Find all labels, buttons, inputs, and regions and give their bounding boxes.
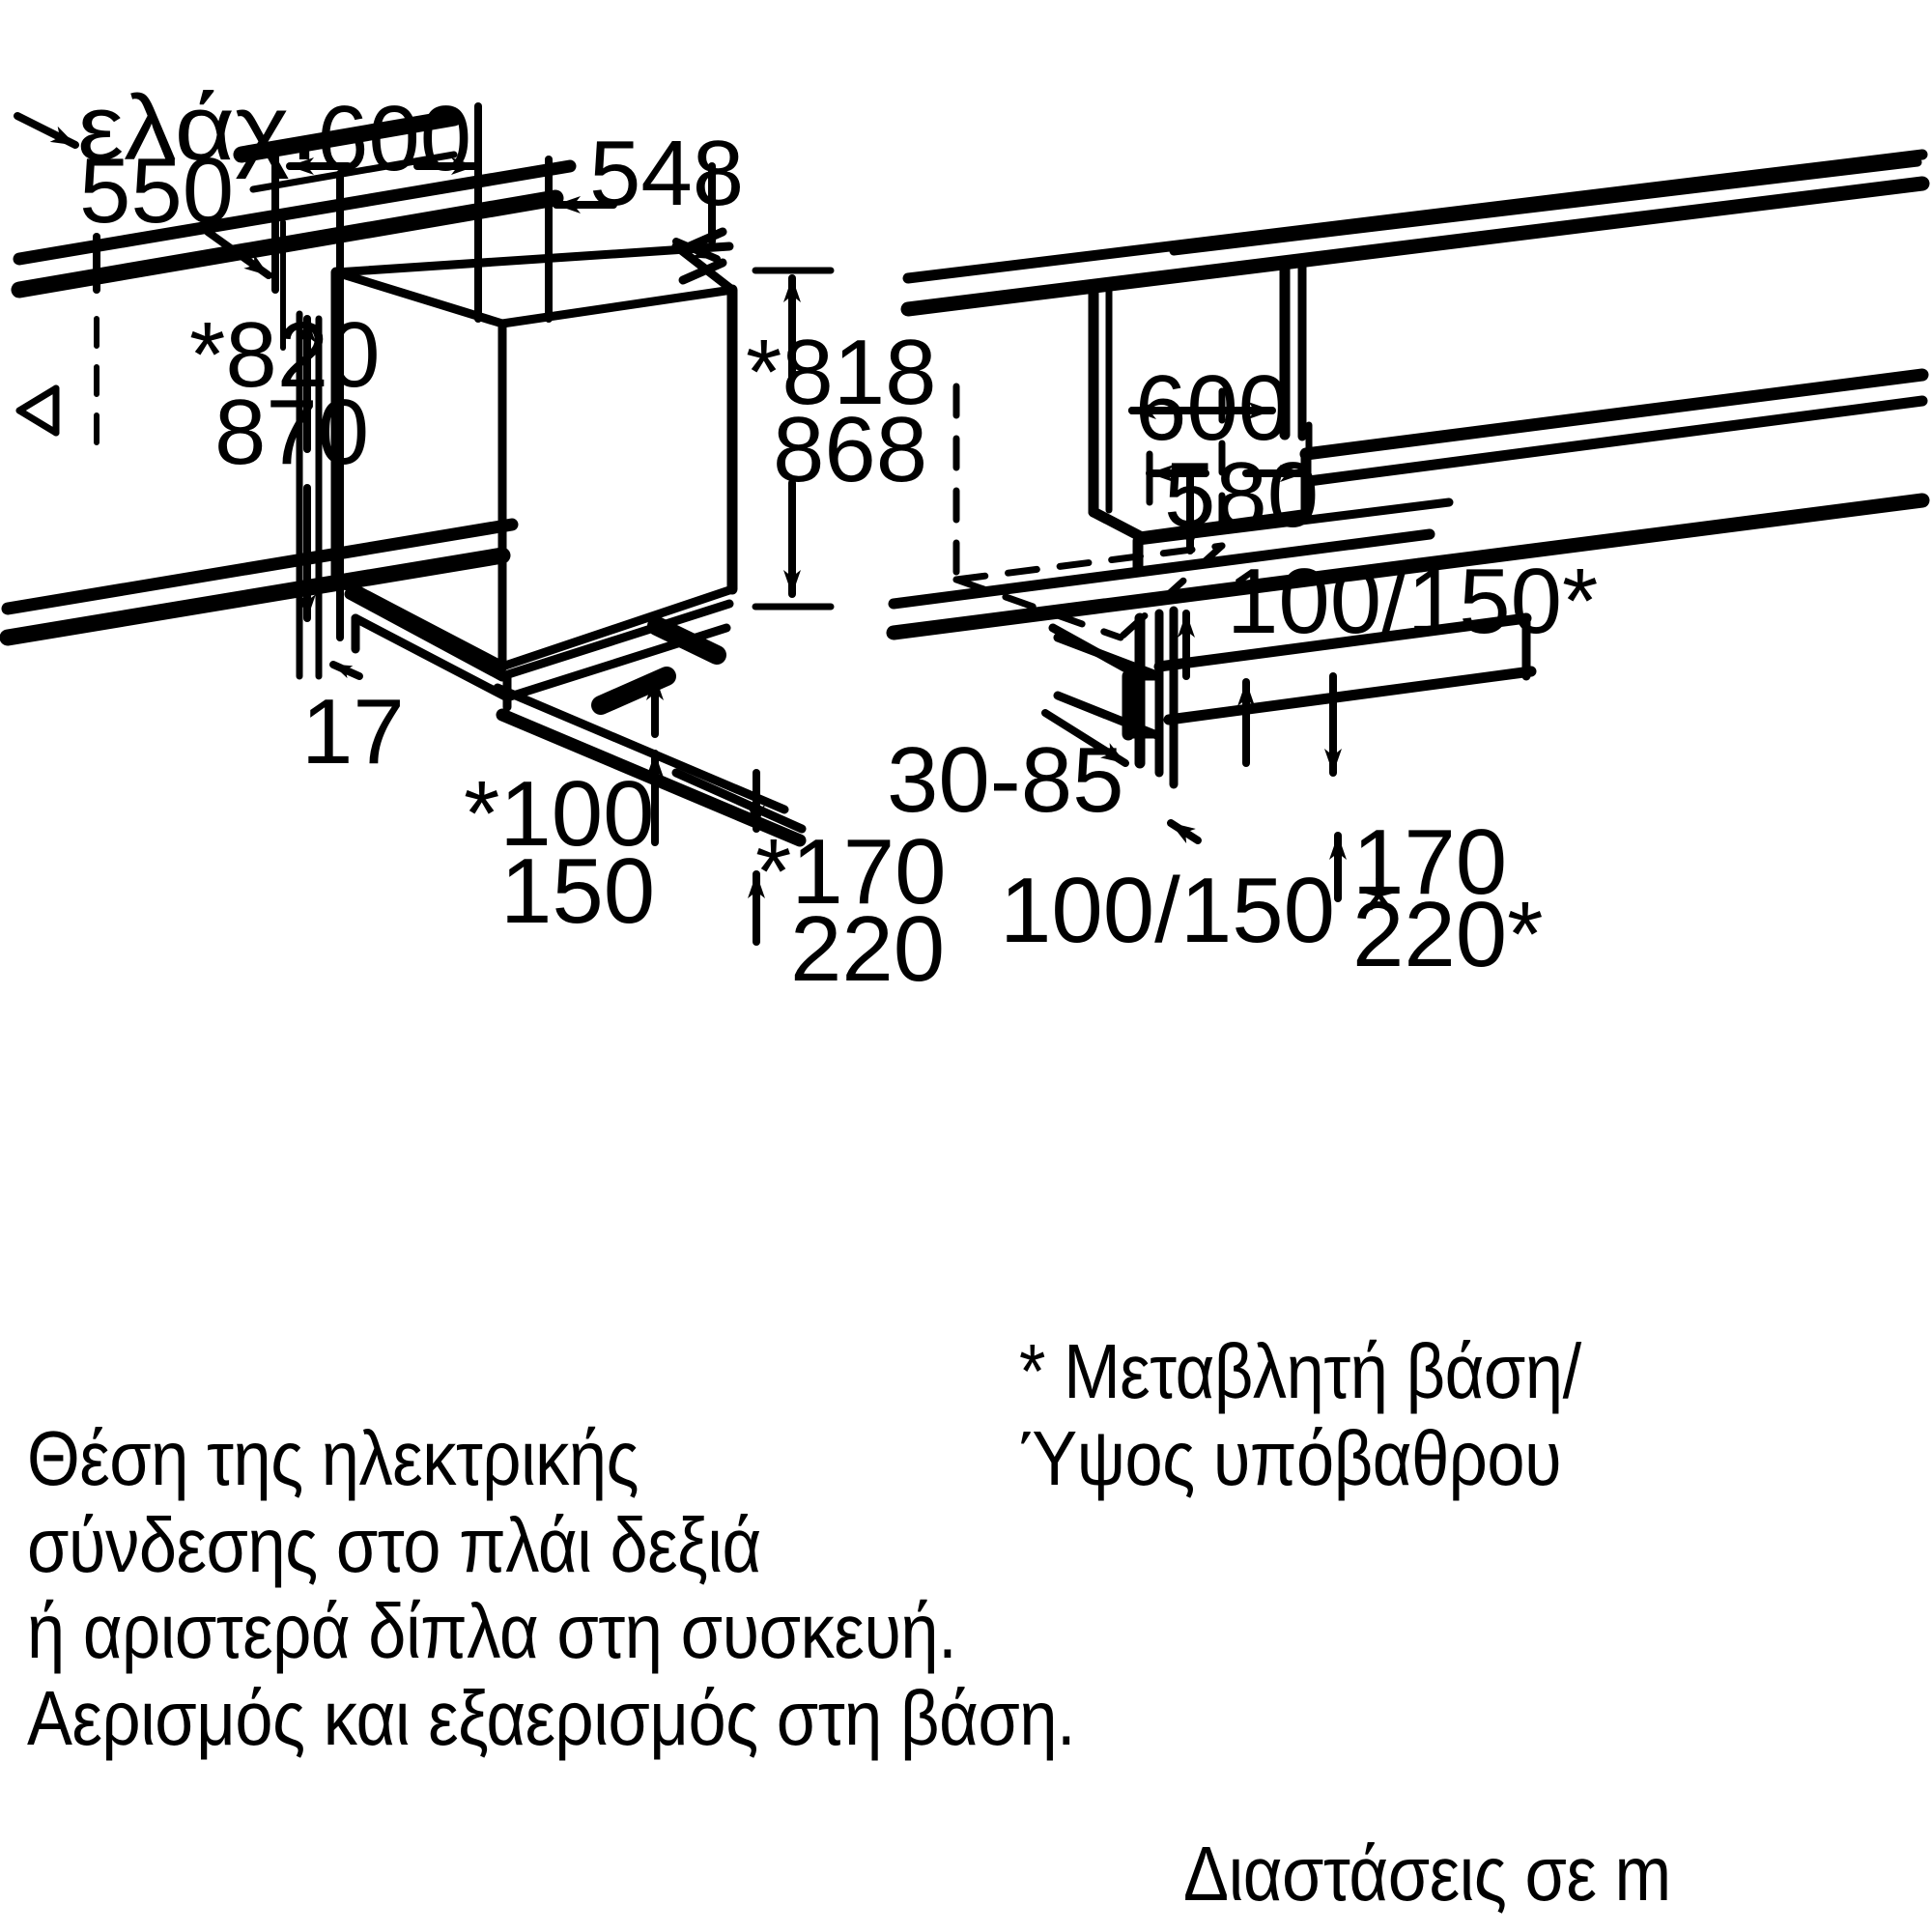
dim-base-depth-220: 220 xyxy=(790,897,945,1001)
dim-right-niche-width-600: 600 xyxy=(1135,356,1290,460)
dim-appliance-height-868: 868 xyxy=(773,398,927,501)
note-electrical-line2: σύνδεσης στο πλάι δεξιά xyxy=(27,1501,761,1588)
dim-niche-height-870: 870 xyxy=(214,381,369,484)
dim-niche-width-600: 600 xyxy=(317,87,471,190)
dim-right-toekick-30-85: 30-85 xyxy=(887,728,1124,832)
note-electrical-line3: ή αριστερά δίπλα στη συσκευή. xyxy=(27,1588,957,1675)
note-units-line1: Διαστάσεις σε m xyxy=(1183,1831,1671,1917)
dim-base-depth-170: *170 xyxy=(755,820,947,923)
note-asterisk-line2: Ύψος υπόβαθρου xyxy=(1019,1414,1562,1501)
dim-right-inner-width-580: 580 xyxy=(1164,443,1319,547)
right-diagram-geometry xyxy=(886,149,1930,902)
left-diagram-labels: ελάχ. 550 600 548 *820 870 *818 868 17 *… xyxy=(77,76,947,1001)
right-diagram-labels: 600 580 100/150* 30-85 100/150 * 170 220… xyxy=(887,356,1598,986)
note-electrical-line1: Θέση της ηλεκτρικής xyxy=(27,1415,639,1501)
dim-min-label-line1: ελάχ. xyxy=(77,76,319,180)
dim-plinth-height-100: *100 xyxy=(464,762,655,866)
note-electrical-line4: Αερισμός και εξαερισμός στη βάση. xyxy=(27,1674,1076,1761)
note-units: Διαστάσεις σε m xyxy=(1183,1831,1671,1918)
dim-min-label-line2: 550 xyxy=(79,139,234,242)
dim-right-plinth-bottom-100-150: 100/150 * xyxy=(1000,859,1397,962)
note-electrical-connection: Θέση της ηλεκτρικής σύνδεσης στο πλάι δε… xyxy=(27,1415,1076,1761)
dim-appliance-width-548: 548 xyxy=(589,122,744,225)
dim-plinth-inset-17: 17 xyxy=(301,680,405,783)
dim-right-base-220: 220* xyxy=(1352,883,1544,986)
dim-right-base-170: 170 xyxy=(1352,810,1507,914)
dim-appliance-height-818: *818 xyxy=(746,321,937,424)
left-diagram-geometry xyxy=(0,102,835,946)
dim-niche-height-820: *820 xyxy=(189,303,381,407)
dim-right-plinth-top-100-150: 100/150* xyxy=(1227,550,1598,653)
note-asterisk-variable-base: * Μεταβλητή βάση/ Ύψος υπόβαθρου xyxy=(1019,1328,1581,1501)
dim-plinth-height-150: 150 xyxy=(500,839,655,943)
note-asterisk-line1: * Μεταβλητή βάση/ xyxy=(1019,1328,1581,1414)
